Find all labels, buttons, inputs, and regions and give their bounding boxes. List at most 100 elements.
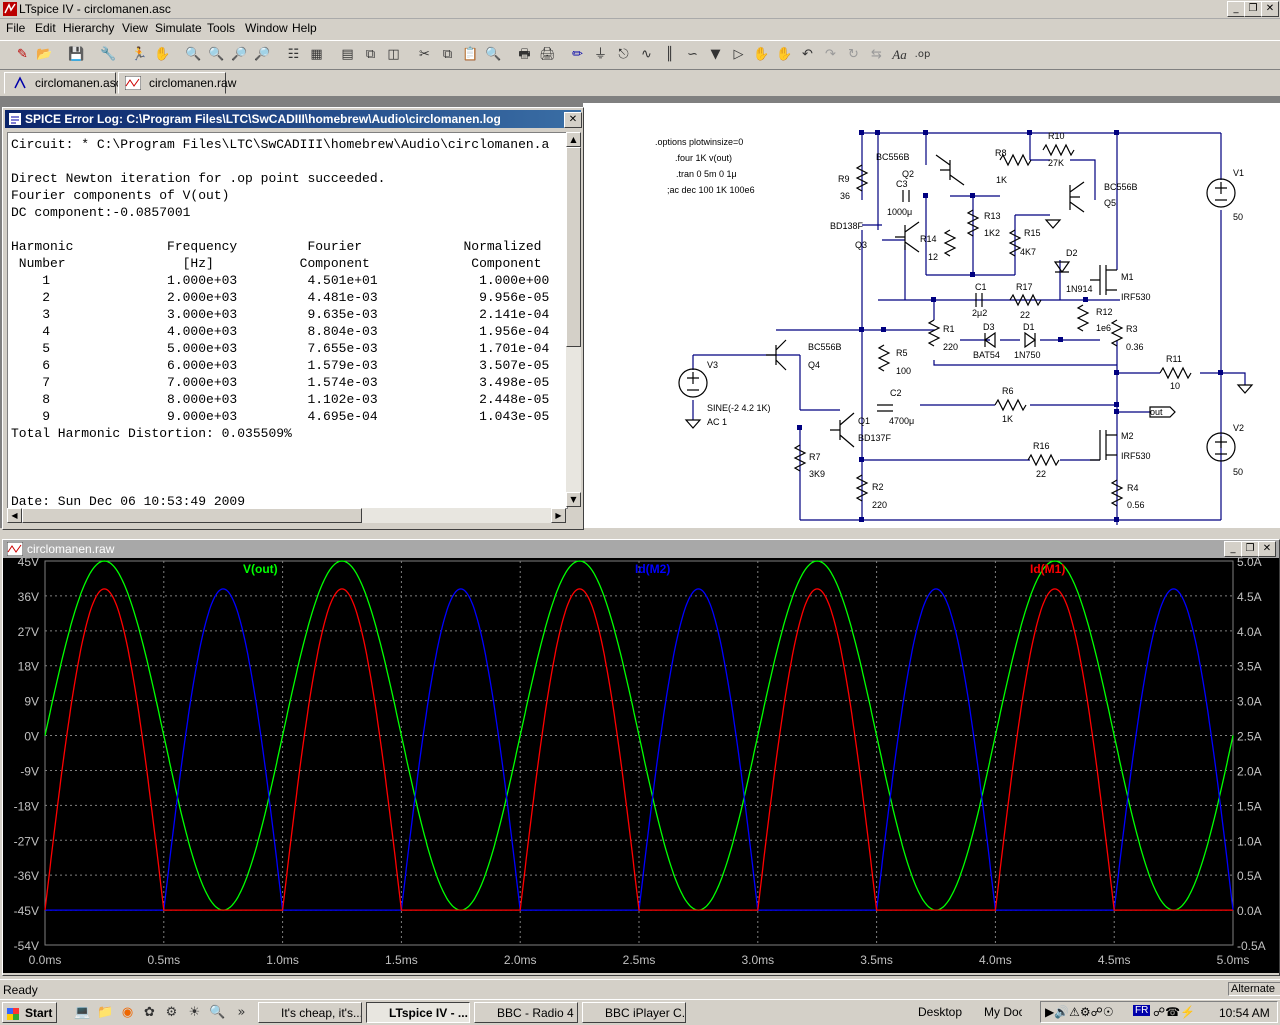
save-icon[interactable]: 💾	[68, 47, 85, 62]
hscroll-thumb[interactable]	[22, 508, 362, 523]
close-button[interactable]: ✕	[1261, 1, 1279, 17]
control-panel-icon[interactable]: 🔧	[100, 47, 117, 62]
ground-icon[interactable]: ⏚	[593, 47, 607, 62]
wave-minimize-button[interactable]: _	[1224, 541, 1242, 557]
x-tick-label: 1.5ms	[385, 953, 418, 967]
error-log-close-button[interactable]: ✕	[564, 112, 582, 128]
print-icon[interactable]: 🖨	[539, 47, 556, 62]
new-schematic-icon[interactable]: ✎	[17, 47, 28, 62]
quicklaunch-icon-1[interactable]: ✿	[144, 1005, 155, 1020]
schematic-directives[interactable]: .options plotwinsize=0 .four 1K v(out) .…	[655, 137, 755, 195]
explorer-icon[interactable]: 📁	[97, 1005, 114, 1020]
mydocs-toolbar[interactable]: My Doc	[984, 1005, 1022, 1019]
autorange-icon[interactable]: ☷	[287, 47, 300, 62]
redo-icon[interactable]: ↷	[825, 47, 836, 62]
menu-edit[interactable]: Edit	[35, 21, 56, 35]
capacitor-icon[interactable]: ║	[665, 47, 674, 62]
wave-restore-button[interactable]: ❐	[1241, 541, 1259, 557]
run-icon[interactable]: 🏃	[131, 47, 148, 62]
svg-text:R14: R14	[920, 234, 937, 244]
wire-icon[interactable]: ✏	[572, 47, 583, 62]
minimize-button[interactable]: _	[1227, 1, 1245, 17]
error-log-title: SPICE Error Log: C:\Program Files\LTC\Sw…	[25, 112, 501, 126]
quicklaunch-icon-4[interactable]: 🔍	[209, 1005, 226, 1020]
menu-window[interactable]: Window	[245, 21, 288, 35]
scroll-right-icon[interactable]: ▶	[551, 508, 566, 523]
undo-icon[interactable]: ↶	[802, 47, 813, 62]
taskbar-firefox-tab[interactable]: It's cheap, it's...	[258, 1002, 362, 1023]
label-net-icon[interactable]: ⎋	[618, 47, 629, 62]
component-icon[interactable]: ▷	[733, 47, 744, 62]
tile-horizontal-icon[interactable]: ▤	[341, 47, 354, 62]
copy-icon[interactable]: ⧉	[442, 47, 453, 62]
pan-icon[interactable]: 🔍	[208, 47, 225, 62]
spice-directive-icon[interactable]: .op	[914, 49, 931, 60]
tab-waveform[interactable]: circlomanen.raw	[118, 72, 236, 94]
quicklaunch-icon-3[interactable]: ☀	[188, 1005, 201, 1020]
find-icon[interactable]: 🔍	[485, 47, 502, 62]
menu-simulate[interactable]: Simulate	[155, 21, 202, 35]
print-preview-icon[interactable]: 🖶	[518, 47, 531, 62]
inductor-icon[interactable]: ∽	[687, 47, 698, 62]
taskbar-ltspice[interactable]: LTspice IV - ...	[366, 1002, 470, 1023]
zoom-fit-icon[interactable]: 🔎	[254, 47, 271, 62]
menu-file[interactable]: File	[6, 21, 26, 35]
halt-icon[interactable]: ✋	[154, 47, 171, 62]
start-button[interactable]: Start	[2, 1002, 57, 1023]
resistor-icon[interactable]: ∿	[641, 47, 652, 62]
svg-text:D2: D2	[1066, 248, 1078, 258]
svg-text:R16: R16	[1033, 441, 1050, 451]
svg-text:R11: R11	[1166, 354, 1182, 364]
taskbar-bbc-iplayer[interactable]: BBC iPlayer C...	[582, 1002, 686, 1023]
menu-tools[interactable]: Tools	[207, 21, 236, 35]
show-desktop-icon[interactable]: 💻	[74, 1005, 91, 1020]
svg-text:R8: R8	[995, 148, 1007, 158]
cut-icon[interactable]: ✂	[419, 47, 430, 62]
log-line: 3 3.000e+03 9.635e-03 2.141e-04	[11, 307, 550, 322]
schematic-drawing[interactable]: .options plotwinsize=0 .four 1K v(out) .…	[583, 103, 1280, 528]
y-right-tick-label: 5.0A	[1237, 558, 1262, 569]
cascade-icon[interactable]: ⧉	[365, 47, 376, 62]
svg-text:1N750: 1N750	[1014, 350, 1041, 360]
move-icon[interactable]: ✋	[753, 47, 770, 62]
restore-button[interactable]: ❐	[1244, 1, 1262, 17]
menu-view[interactable]: View	[122, 21, 148, 35]
scroll-left-icon[interactable]: ◀	[7, 508, 22, 523]
taskbar-bbc-radio4[interactable]: BBC - Radio 4 ...	[474, 1002, 578, 1023]
tab-schematic[interactable]: circlomanen.asc	[4, 72, 122, 94]
text-icon[interactable]: Aa	[892, 47, 907, 62]
mirror-icon[interactable]: ⇆	[871, 47, 882, 62]
zoom-in-icon[interactable]: 🔍	[185, 47, 202, 62]
horizontal-scrollbar[interactable]: ◀ ▶	[7, 508, 566, 523]
error-log-text[interactable]: Circuit: * C:\Program Files\LTC\SwCADIII…	[7, 132, 568, 509]
waveform-icon	[7, 542, 23, 556]
firefox-icon[interactable]: ◉	[121, 1005, 134, 1020]
menu-help[interactable]: Help	[292, 21, 317, 35]
grid-icon[interactable]: ▦	[310, 47, 323, 62]
scroll-thumb[interactable]	[566, 147, 581, 347]
tile-vertical-icon[interactable]: ◫	[387, 47, 400, 62]
menu-bar: File Edit Hierarchy View Simulate Tools …	[0, 19, 1280, 38]
svg-text:SINE(-2 4.2 1K): SINE(-2 4.2 1K)	[707, 403, 771, 413]
rotate-icon[interactable]: ↻	[848, 47, 859, 62]
zoom-out-icon[interactable]: 🔎	[231, 47, 248, 62]
y-right-tick-label: 2.0A	[1237, 764, 1262, 778]
drag-icon[interactable]: ✋	[776, 47, 793, 62]
tray-icons[interactable]: ▶🔊⚠⚙☍☉	[1045, 1005, 1114, 1019]
x-tick-label: 3.0ms	[741, 953, 774, 967]
open-icon[interactable]: 📂	[36, 47, 53, 62]
menu-hierarchy[interactable]: Hierarchy	[63, 21, 115, 35]
desktop-toolbar[interactable]: Desktop	[918, 1005, 963, 1019]
vertical-scrollbar[interactable]: ▲ ▼	[566, 132, 581, 507]
schematic-canvas[interactable]: .options plotwinsize=0 .four 1K v(out) .…	[583, 103, 1280, 528]
scroll-down-icon[interactable]: ▼	[566, 492, 581, 507]
quicklaunch-icon-2[interactable]: ⚙	[165, 1005, 178, 1020]
language-indicator[interactable]: FR	[1133, 1005, 1151, 1016]
diode-icon[interactable]: ▼	[710, 47, 721, 62]
tray-icons-2[interactable]: ☍☎⚡	[1153, 1005, 1196, 1019]
wave-close-button[interactable]: ✕	[1258, 541, 1276, 557]
scroll-up-icon[interactable]: ▲	[566, 132, 581, 147]
quicklaunch-more-icon[interactable]: »	[237, 1005, 246, 1020]
paste-icon[interactable]: 📋	[462, 47, 479, 62]
